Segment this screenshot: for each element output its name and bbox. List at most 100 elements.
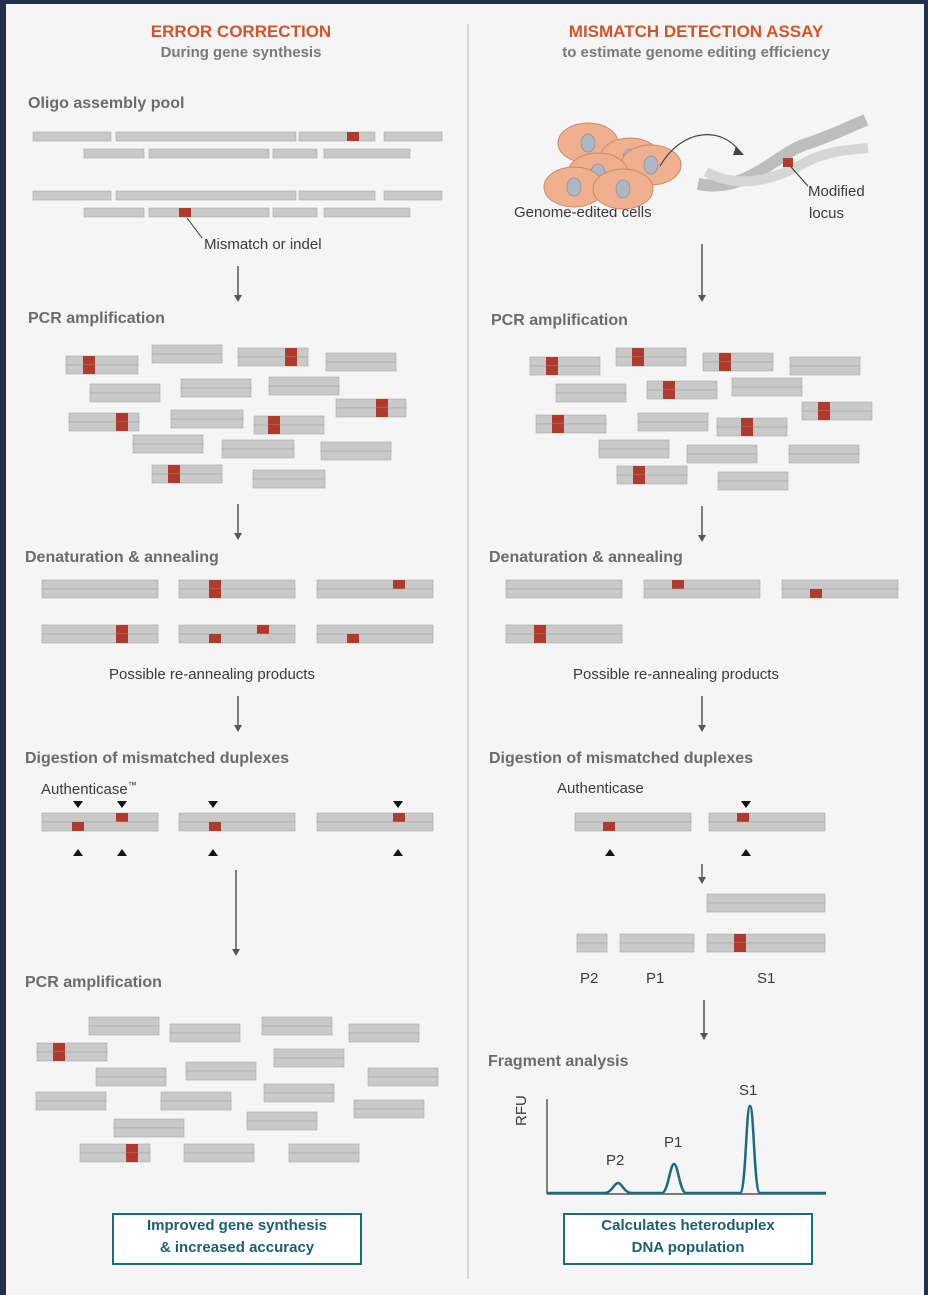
right-denaturation-heading: Denaturation & annealing — [489, 549, 683, 566]
dna-strand — [95, 1076, 167, 1087]
dna-strand — [717, 480, 789, 491]
dna-strand — [160, 1100, 232, 1111]
mismatch-mark — [632, 357, 644, 366]
dna-strand — [41, 624, 159, 635]
diagram-panel: ERROR CORRECTION During gene synthesis O… — [6, 4, 924, 1295]
dna-strand — [643, 579, 761, 590]
dna-strand — [781, 588, 899, 599]
dna-strand — [702, 352, 774, 363]
dna-strand — [272, 207, 318, 218]
dna-strand — [801, 410, 873, 421]
left-result-box: Improved gene synthesis & increased accu… — [112, 1213, 362, 1265]
dna-strand — [529, 356, 601, 367]
dna-strand — [731, 377, 803, 388]
mismatch-mark — [116, 413, 128, 422]
dna-strand — [702, 361, 774, 372]
fragment-analysis-heading: Fragment analysis — [488, 1053, 629, 1070]
dna-strand — [801, 401, 873, 412]
mismatch-mark — [83, 356, 95, 365]
dna-strand — [323, 207, 411, 218]
dna-strand — [298, 131, 376, 142]
dna-strand — [185, 1061, 257, 1072]
dna-strand — [151, 344, 223, 355]
dna-strand — [113, 1118, 185, 1129]
mismatch-mark — [116, 634, 128, 643]
dna-strand — [686, 453, 758, 464]
dna-strand — [68, 412, 140, 423]
dna-strand — [65, 355, 139, 366]
cell-nucleus — [643, 155, 659, 175]
dna-strand — [535, 423, 607, 434]
dna-strand — [272, 148, 318, 159]
dna-strand — [115, 190, 297, 201]
mismatch-mark — [268, 425, 280, 434]
dna-strand — [316, 812, 434, 823]
mismatch-mark — [672, 580, 684, 589]
dna-strand — [36, 1042, 108, 1053]
dna-strand — [169, 1032, 241, 1043]
dna-strand — [83, 148, 145, 159]
fragment-p2-label: P2 — [580, 970, 599, 987]
mismatch-mark — [209, 634, 221, 643]
dna-strand — [263, 1083, 335, 1094]
dna-strand — [576, 942, 608, 953]
dna-strand — [574, 812, 692, 823]
left-title: ERROR CORRECTION — [150, 22, 332, 41]
dna-strand — [151, 473, 223, 484]
dna-strand — [180, 387, 252, 398]
right-enzyme-label: Authenticase — [557, 780, 644, 797]
right-reannealing-label: Possible re-annealing products — [573, 666, 779, 683]
dna-strand — [335, 407, 407, 418]
dna-strand — [183, 1143, 255, 1154]
dna-strand — [637, 412, 709, 423]
dna-strand — [320, 441, 392, 452]
mismatch-mark — [257, 625, 269, 634]
right-subtitle: to estimate genome editing efficiency — [562, 44, 830, 61]
dna-strand — [35, 1091, 107, 1102]
left-pcr-heading: PCR amplification — [28, 310, 165, 327]
flow-arrowhead — [698, 535, 706, 542]
oligo-pool-heading: Oligo assembly pool — [28, 95, 185, 112]
dna-strand — [320, 450, 392, 461]
left-denaturation-heading: Denaturation & annealing — [25, 549, 219, 566]
cut-site-marker-up — [605, 849, 615, 856]
mismatch-mark — [534, 625, 546, 634]
dna-strand — [316, 579, 434, 590]
dna-strand — [367, 1067, 439, 1078]
fragment-s1-label: S1 — [757, 970, 776, 987]
dna-strand — [79, 1152, 151, 1163]
dna-strand — [598, 448, 670, 459]
left-digestion-heading: Digestion of mismatched duplexes — [25, 750, 290, 767]
mismatch-mark — [83, 365, 95, 374]
mismatch-mark — [734, 943, 746, 952]
dna-strand — [89, 383, 161, 394]
fragment-p1-label: P1 — [646, 970, 665, 987]
dna-strand — [505, 579, 623, 590]
dna-strand — [643, 588, 761, 599]
dna-strand — [41, 821, 159, 832]
mismatch-mark — [818, 402, 830, 411]
dna-strand — [323, 148, 411, 159]
peak-p2-label: P2 — [606, 1152, 625, 1169]
mismatch-mark — [285, 357, 297, 366]
mismatch-mark — [53, 1052, 65, 1061]
cut-site-marker-down — [117, 801, 127, 808]
mismatch-mark — [285, 348, 297, 357]
cut-site-marker-up — [117, 849, 127, 856]
dna-strand — [32, 190, 112, 201]
flow-arrowhead — [232, 949, 240, 956]
mismatch-mark — [347, 132, 359, 141]
dna-strand — [261, 1016, 333, 1027]
mismatch-mark — [546, 366, 558, 375]
left-subtitle: During gene synthesis — [160, 44, 322, 61]
dna-strand — [170, 409, 244, 420]
mismatch-mark — [741, 427, 753, 436]
dna-strand — [706, 942, 826, 953]
dna-strand — [367, 1076, 439, 1087]
cut-site-marker-up — [741, 849, 751, 856]
transfer-arrowhead — [733, 146, 744, 155]
dna-strand — [505, 633, 623, 644]
locus-label-line1: Modified — [808, 183, 865, 200]
dna-strand — [288, 1152, 360, 1163]
